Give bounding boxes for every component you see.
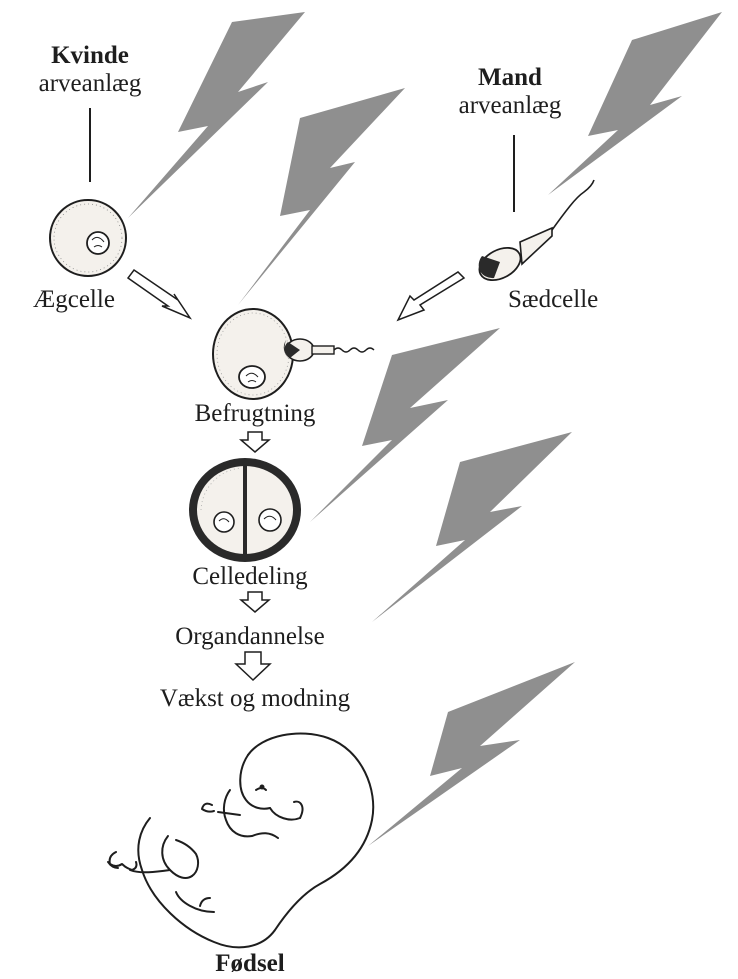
sperm-cell-icon (474, 180, 594, 287)
female-subtitle: arveanlæg (28, 70, 152, 98)
fertilization-label: Befrugtning (155, 400, 355, 428)
down-arrow-icon (241, 432, 269, 452)
down-arrow-icon (241, 592, 269, 612)
fertilized-egg-icon (213, 309, 374, 399)
two-cell-embryo-icon (189, 458, 301, 562)
sperm-cell-label: Sædcelle (508, 286, 598, 314)
lightning-bolt-icon (372, 432, 572, 622)
egg-cell-icon (50, 200, 126, 276)
diagonal-arrow-icon (398, 272, 464, 320)
lightning-bolt-icon (548, 12, 722, 195)
birth-label: Fødsel (180, 950, 320, 978)
growth-label: Vækst og modning (100, 685, 410, 713)
egg-cell-label: Ægcelle (33, 286, 115, 314)
lightning-bolts (128, 12, 722, 846)
lightning-bolt-icon (238, 88, 405, 305)
male-subtitle: arveanlæg (448, 92, 572, 120)
organ-formation-label: Organdannelse (130, 623, 370, 651)
lightning-bolt-icon (128, 12, 305, 218)
female-title: Kvinde (40, 42, 140, 70)
diagonal-arrow-icon (128, 270, 190, 318)
male-title: Mand (460, 64, 560, 92)
down-arrow-icon (236, 652, 270, 680)
cell-division-label: Celledeling (150, 563, 350, 591)
fetus-icon (108, 733, 373, 947)
